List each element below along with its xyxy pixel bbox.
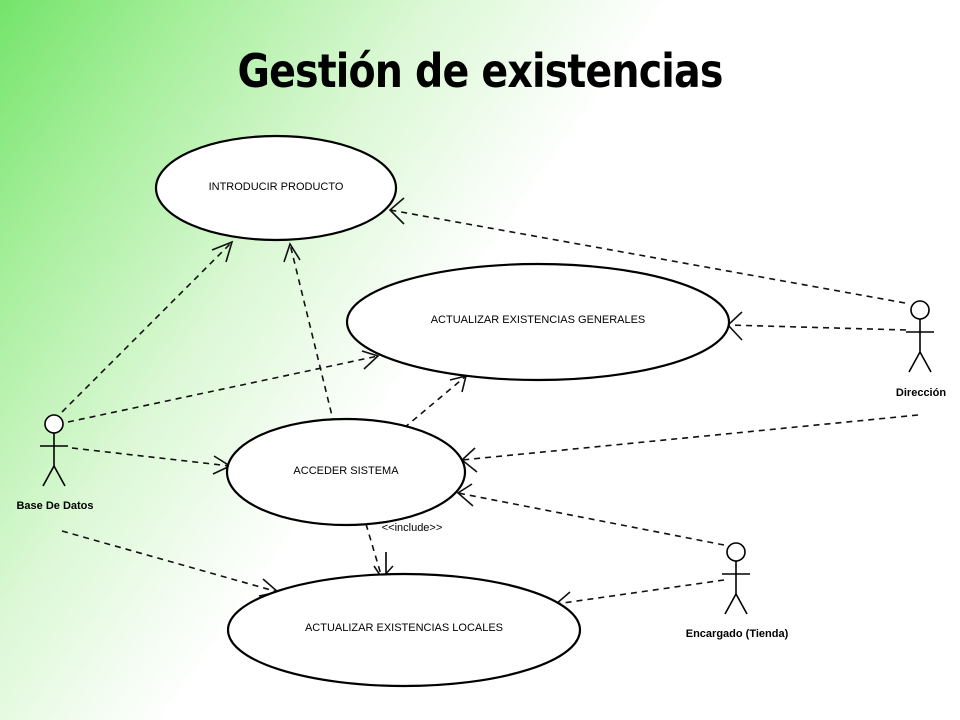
use-case-ellipse [345,262,731,382]
actor-label: Base De Datos [16,500,93,512]
actor-label: Dirección [896,387,946,399]
dep-acceder-introducir[interactable] [289,243,335,425]
actor-base-de-datos[interactable]: Base De Datos [16,414,94,512]
dep-basedatos-generales[interactable] [67,355,379,423]
use-case-ellipse [226,572,582,688]
use-case-label: ACTUALIZAR EXISTENCIAS GENERALES [431,314,646,326]
actor-direccion[interactable]: Dirección [896,300,946,399]
dep-basedatos-locales[interactable] [61,530,279,593]
arrowhead-icon [456,483,474,507]
use-case-ellipse [225,417,467,527]
dep-basedatos-introducir[interactable] [61,241,233,413]
actor-encargado-tienda[interactable]: Encargado (Tienda) [686,542,789,640]
dependency-lines [61,197,919,615]
dep-direccion-acceder[interactable] [461,414,919,461]
actor-stick-figure-icon [906,300,934,373]
page-title: Gestión de existencias [237,44,723,98]
arrowhead-icon [361,350,380,370]
actor-stick-figure-icon [722,542,750,615]
use-case-label: ACTUALIZAR EXISTENCIAS LOCALES [305,622,503,634]
dep-acceder-generales[interactable] [403,375,467,429]
dep-encargado-acceder[interactable] [457,492,725,546]
use-case-introducir-producto[interactable]: INTRODUCIR PRODUCTO [154,134,398,242]
dep-basedatos-acceder[interactable] [71,447,231,467]
use-case-actualizar-locales[interactable]: ACTUALIZAR EXISTENCIAS LOCALES [226,572,582,688]
use-case-acceder-sistema[interactable]: ACCEDER SISTEMA [225,417,467,527]
actor-stick-figure-icon [40,414,68,487]
dep-acceder-locales-include[interactable] [365,523,383,579]
arrowhead-icon [283,242,301,263]
arrowhead-icon [211,240,234,263]
use-case-label: ACCEDER SISTEMA [293,465,399,477]
use-case-ellipse [154,134,398,242]
arrowhead-icon [388,197,405,225]
dep-direccion-generales[interactable] [727,324,907,331]
use-case-actualizar-generales[interactable]: ACTUALIZAR EXISTENCIAS GENERALES [345,262,731,382]
use-case-label: INTRODUCIR PRODUCTO [209,181,344,193]
dep-encargado-locales[interactable] [555,579,725,605]
actor-label: Encargado (Tienda) [686,628,789,640]
include-stereotype-label: <<include>> [382,522,443,534]
